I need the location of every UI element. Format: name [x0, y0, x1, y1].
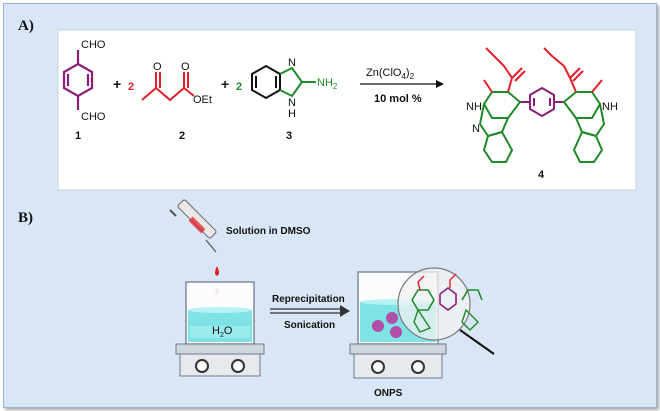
magnified-molecule	[397, 267, 495, 355]
figure-frame: A) CHO CHO 1 + 2 O O OEt 2 + 2 N N H NH2…	[3, 3, 657, 408]
panel-b-label: B)	[18, 210, 33, 226]
ketone-oxygen: O	[153, 61, 162, 73]
catalyst-loading: 10 mol %	[374, 93, 422, 105]
compound-2-number: 2	[179, 130, 185, 142]
nanoparticles	[372, 312, 402, 338]
scheme-figure: A) CHO CHO 1 + 2 O O OEt 2 + 2 N N H NH2…	[18, 18, 637, 399]
benzimidazole-nh: N	[288, 97, 296, 109]
right-stirrer-plate	[349, 343, 447, 379]
compound-3-number: 3	[286, 130, 292, 142]
catalyst-label: Zn(ClO4)2	[366, 67, 415, 81]
syringe-solution-label: Solution in DMSO	[226, 226, 311, 237]
left-stirrer-plate	[175, 343, 265, 377]
benzimidazole-h: H	[288, 108, 296, 120]
coefficient-2-red: 2	[128, 81, 134, 93]
product-nh-left: NH	[466, 101, 482, 113]
water-label: H2O	[212, 325, 233, 339]
benzimidazole-n: N	[288, 57, 296, 69]
panel-a-box	[57, 29, 637, 191]
panel-a-label: A)	[18, 18, 34, 34]
compound-4-number: 4	[538, 169, 545, 181]
onps-label: ONPS	[374, 388, 403, 399]
amine-nh: NH2	[317, 77, 338, 91]
step-sonication: Sonication	[284, 320, 335, 331]
compound-4-product	[478, 47, 606, 163]
plus-sign-1: +	[113, 76, 121, 92]
ester-oxygen: O	[181, 61, 190, 73]
process-arrow	[270, 305, 350, 317]
compound-3-benzimidazole	[251, 64, 316, 100]
reaction-arrow	[360, 80, 444, 88]
ester-oet: OEt	[193, 94, 212, 106]
compound-1-terephthalaldehyde	[62, 50, 94, 110]
left-beaker	[185, 281, 255, 345]
cho-bottom-label: CHO	[81, 111, 106, 123]
product-n-label: N	[472, 123, 480, 135]
step-reprecipitation: Reprecipitation	[272, 294, 345, 305]
product-nh-right: NH	[602, 101, 618, 113]
cho-top-label: CHO	[81, 39, 106, 51]
compound-2-ethyl-acetoacetate	[141, 72, 195, 102]
compound-1-number: 1	[75, 130, 81, 142]
syringe-illustration	[169, 199, 217, 253]
plus-sign-2: +	[221, 76, 229, 92]
coefficient-2-green: 2	[236, 81, 242, 93]
